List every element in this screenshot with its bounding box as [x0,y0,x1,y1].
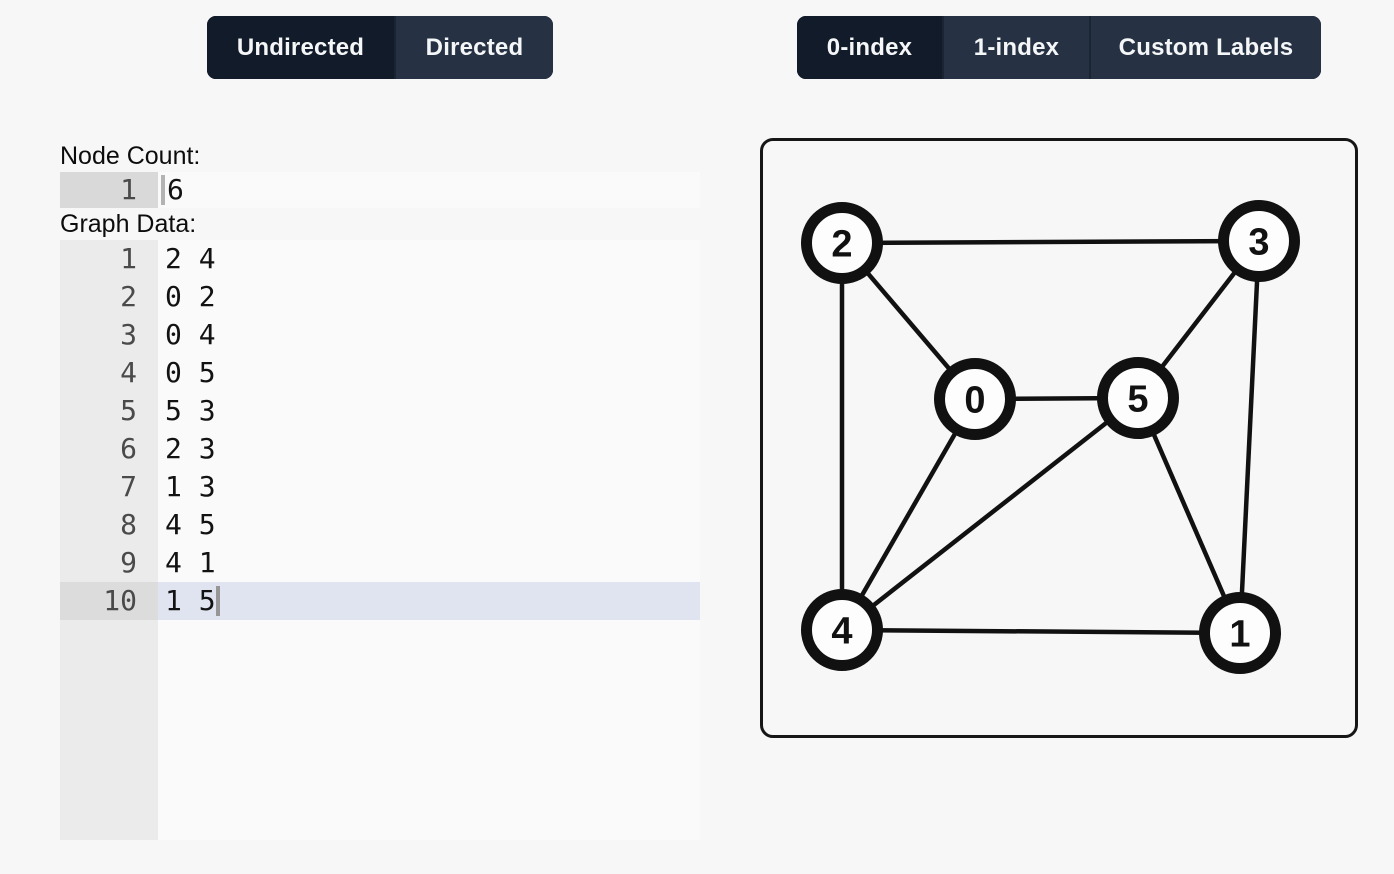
one-index-button[interactable]: 1-index [942,16,1089,79]
gutter-extension [60,620,158,840]
graph-edge-4-5 [840,396,1140,632]
graph-edge-2-3 [841,238,1260,246]
line-content[interactable]: 2 3 [158,430,700,468]
undirected-button[interactable]: Undirected [207,16,394,79]
graph-edge-4-1 [841,627,1241,636]
line-content[interactable]: 0 2 [158,278,700,316]
line-content[interactable]: 1 3 [158,468,700,506]
text-cursor [161,175,165,205]
graph-node-4[interactable] [801,589,883,671]
graph-type-toggle: Undirected Directed [207,16,553,79]
node-count-editor[interactable]: 1 6 [60,172,700,208]
graph-edge-0-4 [840,397,977,632]
line-number: 1 [60,172,158,208]
editor-empty-area[interactable] [60,620,700,840]
line-number: 4 [60,354,158,392]
node-count-label: Node Count: [60,142,201,170]
node-count-value: 6 [167,173,184,206]
graph-node-5[interactable] [1097,357,1179,439]
line-number: 10 [60,582,158,620]
graph-node-1[interactable] [1199,592,1281,674]
line-content[interactable]: 0 4 [158,316,700,354]
line-number: 5 [60,392,158,430]
line-number: 9 [60,544,158,582]
graph-data-label: Graph Data: [60,210,197,238]
graph-edge-1-3 [1237,240,1262,634]
line-content[interactable]: 4 1 [158,544,700,582]
line-content[interactable]: 2 4 [158,240,700,278]
line-content[interactable]: 1 5 [158,582,700,620]
graph-node-2[interactable] [801,202,883,284]
line-number: 6 [60,430,158,468]
line-content[interactable]: 4 5 [158,506,700,544]
zero-index-button[interactable]: 0-index [797,16,942,79]
index-mode-toggle: 0-index 1-index Custom Labels [797,16,1321,79]
line-number: 7 [60,468,158,506]
node-count-input[interactable]: 6 [158,172,700,208]
text-cursor [215,586,220,616]
line-number: 3 [60,316,158,354]
graph-node-0[interactable] [934,358,1016,440]
graph-node-3[interactable] [1218,200,1300,282]
line-number: 2 [60,278,158,316]
content-extension [158,620,700,840]
custom-labels-button[interactable]: Custom Labels [1089,16,1321,79]
graph-edge-1-5 [1135,397,1243,634]
line-content[interactable]: 0 5 [158,354,700,392]
line-number: 1 [60,240,158,278]
directed-button[interactable]: Directed [394,16,553,79]
line-content[interactable]: 5 3 [158,392,700,430]
line-number: 8 [60,506,158,544]
